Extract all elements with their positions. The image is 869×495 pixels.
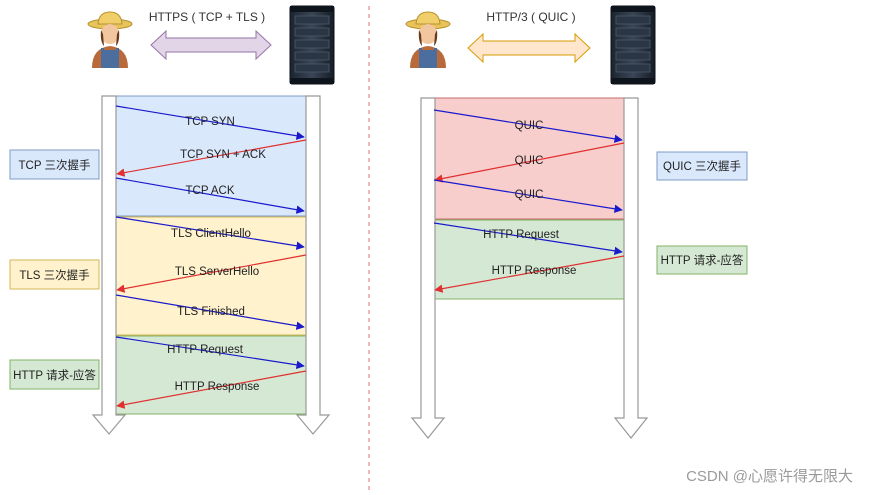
msg-arrow-quic-3 (433, 179, 623, 213)
tcp-handshake-label: TCP 三次握手 (9, 149, 100, 180)
msg-arrow-tls-clienthello (115, 216, 305, 250)
https-double-arrow (150, 29, 272, 61)
msg-label-quic-3: QUIC (515, 189, 544, 201)
msg-label-http-response: HTTP Response (175, 381, 260, 393)
msg-label-http-request: HTTP Request (167, 344, 244, 356)
svg-text:HTTP 请求-应答: HTTP 请求-应答 (661, 253, 744, 267)
quic-client-timeline (410, 97, 446, 439)
server-timeline (295, 95, 331, 435)
tls-phase-region (114, 216, 309, 336)
quic-title: HTTP/3 ( QUIC ) (486, 10, 575, 24)
msg-label-tls-serverhello: TLS ServerHello (175, 266, 259, 278)
quic-server-timeline (613, 97, 649, 439)
svg-text:QUIC 三次握手: QUIC 三次握手 (663, 159, 741, 173)
msg-label-quic-http-request: HTTP Request (483, 229, 560, 241)
client-farmer-icon (87, 11, 133, 69)
https-diagram: HTTPS ( TCP + TLS ) TCP 三次握手 TLS 三次握手 HT… (9, 5, 335, 435)
msg-label-quic-1: QUIC (515, 120, 544, 132)
msg-arrow-quic-1 (433, 109, 623, 143)
quic-client-farmer-icon (405, 11, 451, 69)
msg-label-tls-finished: TLS Finished (177, 306, 245, 318)
msg-arrow-tls-finished (115, 294, 305, 330)
svg-text:HTTP 请求-应答: HTTP 请求-应答 (13, 368, 96, 382)
msg-label-quic-2: QUIC (515, 155, 544, 167)
msg-arrow-quic-http-request (433, 222, 623, 255)
msg-arrow-http-request (115, 336, 305, 369)
quic-http-request-response-label: HTTP 请求-应答 (656, 245, 748, 275)
svg-text:TLS 三次握手: TLS 三次握手 (19, 268, 89, 282)
msg-arrow-tcp-syn (115, 105, 305, 140)
msg-label-tls-clienthello: TLS ClientHello (171, 228, 251, 240)
msg-label-quic-http-response: HTTP Response (492, 265, 577, 277)
quic-phase-region (431, 97, 626, 220)
client-timeline (91, 95, 127, 435)
quic-handshake-label: QUIC 三次握手 (656, 151, 748, 181)
msg-arrow-quic-http-response (434, 255, 625, 293)
msg-arrow-quic-2 (434, 142, 625, 183)
svg-text:TCP 三次握手: TCP 三次握手 (19, 158, 91, 172)
msg-label-tcp-syn: TCP SYN (185, 116, 235, 128)
tcp-phase-region (114, 95, 309, 217)
server-rack-icon (289, 5, 335, 85)
watermark-text: CSDN @心愿许得无限大 (686, 468, 853, 485)
quic-double-arrow (467, 32, 591, 64)
quic-server-rack-icon (610, 5, 656, 85)
https-title: HTTPS ( TCP + TLS ) (149, 10, 265, 24)
msg-label-tcp-syn-ack: TCP SYN + ACK (180, 149, 266, 161)
msg-arrow-http-response (116, 370, 307, 409)
msg-arrow-tcp-syn-ack (116, 139, 307, 177)
quic-diagram: HTTP/3 ( QUIC ) QUIC 三次握手 HTTP 请求-应答 QUI… (405, 5, 748, 439)
msg-arrow-tls-serverhello (116, 254, 307, 293)
msg-label-tcp-ack: TCP ACK (186, 185, 235, 197)
msg-arrow-tcp-ack (115, 177, 305, 214)
tls-handshake-label: TLS 三次握手 (9, 259, 100, 290)
http-request-response-label: HTTP 请求-应答 (9, 359, 100, 390)
